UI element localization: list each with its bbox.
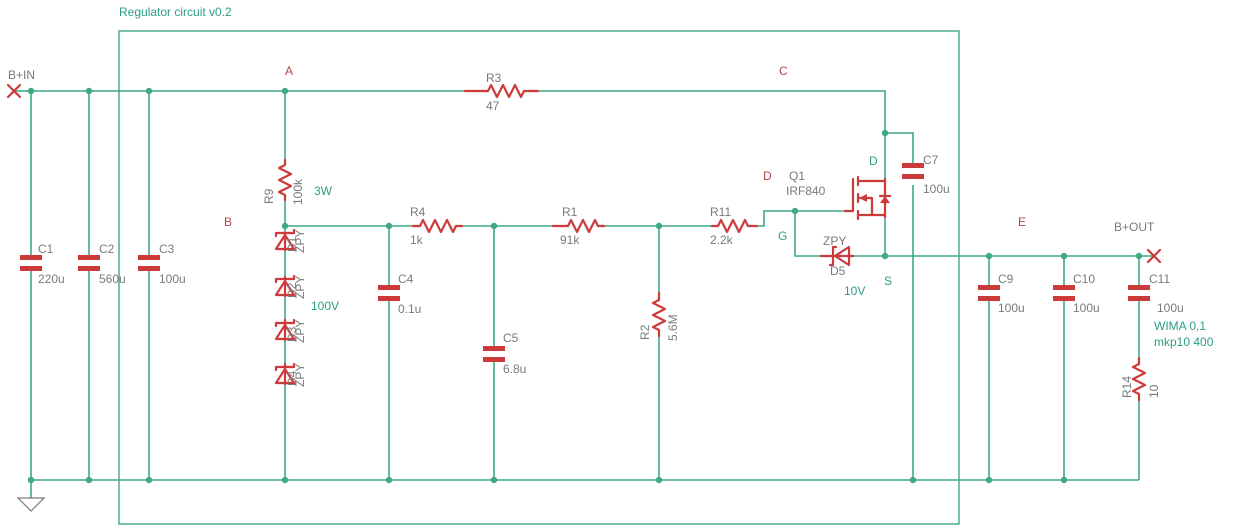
svg-text:100u: 100u (1157, 301, 1184, 315)
svg-text:B+IN: B+IN (8, 68, 35, 82)
svg-text:C5: C5 (503, 331, 519, 345)
svg-text:100u: 100u (1073, 301, 1100, 315)
node-label-e: E (1018, 215, 1026, 229)
svg-text:B+OUT: B+OUT (1114, 220, 1155, 234)
svg-text:C4: C4 (398, 272, 414, 286)
resistor-r11: R11 2.2k (710, 205, 759, 247)
junctions (27, 87, 1143, 484)
resistor-r2: R2 5.6M (638, 291, 680, 341)
svg-text:R1: R1 (562, 205, 578, 219)
capacitor-c2: C2 560u (78, 242, 126, 286)
svg-text:R2: R2 (638, 324, 652, 340)
svg-text:IRF840: IRF840 (786, 184, 826, 198)
svg-text:560u: 560u (99, 272, 126, 286)
capacitor-c11: C11 100u (1128, 272, 1184, 315)
schematic-frame (118, 30, 960, 525)
zener-diode-d3: D3 ZPY (274, 318, 307, 343)
note-r9-power: 3W (314, 184, 333, 198)
svg-text:R9: R9 (262, 188, 276, 204)
svg-text:0.1u: 0.1u (398, 302, 421, 316)
mosfet-q1: Q1 IRF840 (786, 169, 892, 221)
pin-label-drain: D (869, 154, 878, 168)
svg-text:2.2k: 2.2k (710, 233, 734, 247)
capacitor-c9: C9 100u (978, 272, 1025, 315)
svg-text:5.6M: 5.6M (666, 314, 680, 341)
resistor-r3: R3 47 (463, 71, 540, 113)
resistor-r4: R4 1k (410, 205, 464, 247)
capacitor-c10: C10 100u (1053, 272, 1100, 315)
svg-text:C3: C3 (159, 242, 175, 256)
svg-text:ZPY: ZPY (293, 276, 307, 299)
svg-text:91k: 91k (560, 233, 580, 247)
svg-text:6.8u: 6.8u (503, 362, 526, 376)
zener-diode-d4: D4 ZPY (274, 362, 307, 387)
svg-text:220u: 220u (38, 272, 65, 286)
resistor-r14: R14 10 (1120, 356, 1161, 402)
svg-text:R11: R11 (710, 205, 731, 219)
resistor-r1: R1 91k (551, 205, 606, 247)
ground-symbol (16, 497, 46, 512)
svg-text:C10: C10 (1073, 272, 1095, 286)
svg-text:C11: C11 (1149, 272, 1170, 286)
svg-text:ZPY: ZPY (823, 234, 846, 248)
node-label-a: A (285, 64, 293, 78)
capacitor-c5: C5 6.8u (483, 331, 526, 376)
node-label-d: D (763, 169, 772, 183)
zener-diode-d1: D1 ZPY (274, 228, 307, 253)
zener-diode-d2: D2 ZPY (274, 274, 307, 299)
svg-text:C9: C9 (998, 272, 1014, 286)
input-port: B+IN (6, 68, 35, 99)
note-d5-voltage: 10V (844, 284, 865, 298)
svg-text:100u: 100u (159, 272, 186, 286)
svg-text:R3: R3 (486, 71, 502, 85)
svg-text:1k: 1k (410, 233, 424, 247)
output-port: B+OUT (1114, 220, 1162, 264)
zener-diode-d5: ZPY D5 (819, 234, 855, 278)
svg-text:D4: D4 (285, 370, 299, 386)
capacitor-c1: C1 220u (20, 242, 65, 286)
node-label-c: C (779, 64, 788, 78)
svg-text:C7: C7 (923, 153, 939, 167)
resistor-r9: R9 100k (262, 158, 305, 205)
svg-text:R14: R14 (1120, 376, 1134, 398)
svg-text:ZPY: ZPY (293, 230, 307, 253)
svg-text:R4: R4 (410, 205, 426, 219)
node-label-b: B (224, 215, 232, 229)
note-c11-line-1: WIMA 0,1 (1154, 319, 1206, 333)
svg-text:C2: C2 (99, 242, 115, 256)
svg-text:100k: 100k (291, 178, 305, 205)
svg-text:100u: 100u (998, 301, 1025, 315)
svg-text:47: 47 (486, 99, 500, 113)
pin-label-gate: G (778, 229, 787, 243)
svg-text:Q1: Q1 (789, 169, 805, 183)
note-c11-line-2: mkp10 400 (1154, 335, 1214, 349)
svg-text:ZPY: ZPY (293, 320, 307, 343)
note-zener-voltage: 100V (311, 299, 339, 313)
capacitor-c7: C7 100u (902, 153, 950, 196)
svg-text:C1: C1 (38, 242, 54, 256)
capacitor-c3: C3 100u (138, 242, 186, 286)
svg-text:D1: D1 (285, 236, 299, 252)
svg-text:10: 10 (1147, 384, 1161, 398)
svg-text:D5: D5 (830, 264, 846, 278)
svg-text:ZPY: ZPY (293, 364, 307, 387)
svg-text:D3: D3 (285, 326, 299, 342)
svg-text:D2: D2 (285, 282, 299, 298)
schematic-title: Regulator circuit v0.2 (119, 5, 232, 19)
pin-label-source: S (884, 274, 892, 288)
svg-text:100u: 100u (923, 182, 950, 196)
wires (14, 90, 1155, 498)
capacitor-c4: C4 0.1u (378, 272, 421, 316)
